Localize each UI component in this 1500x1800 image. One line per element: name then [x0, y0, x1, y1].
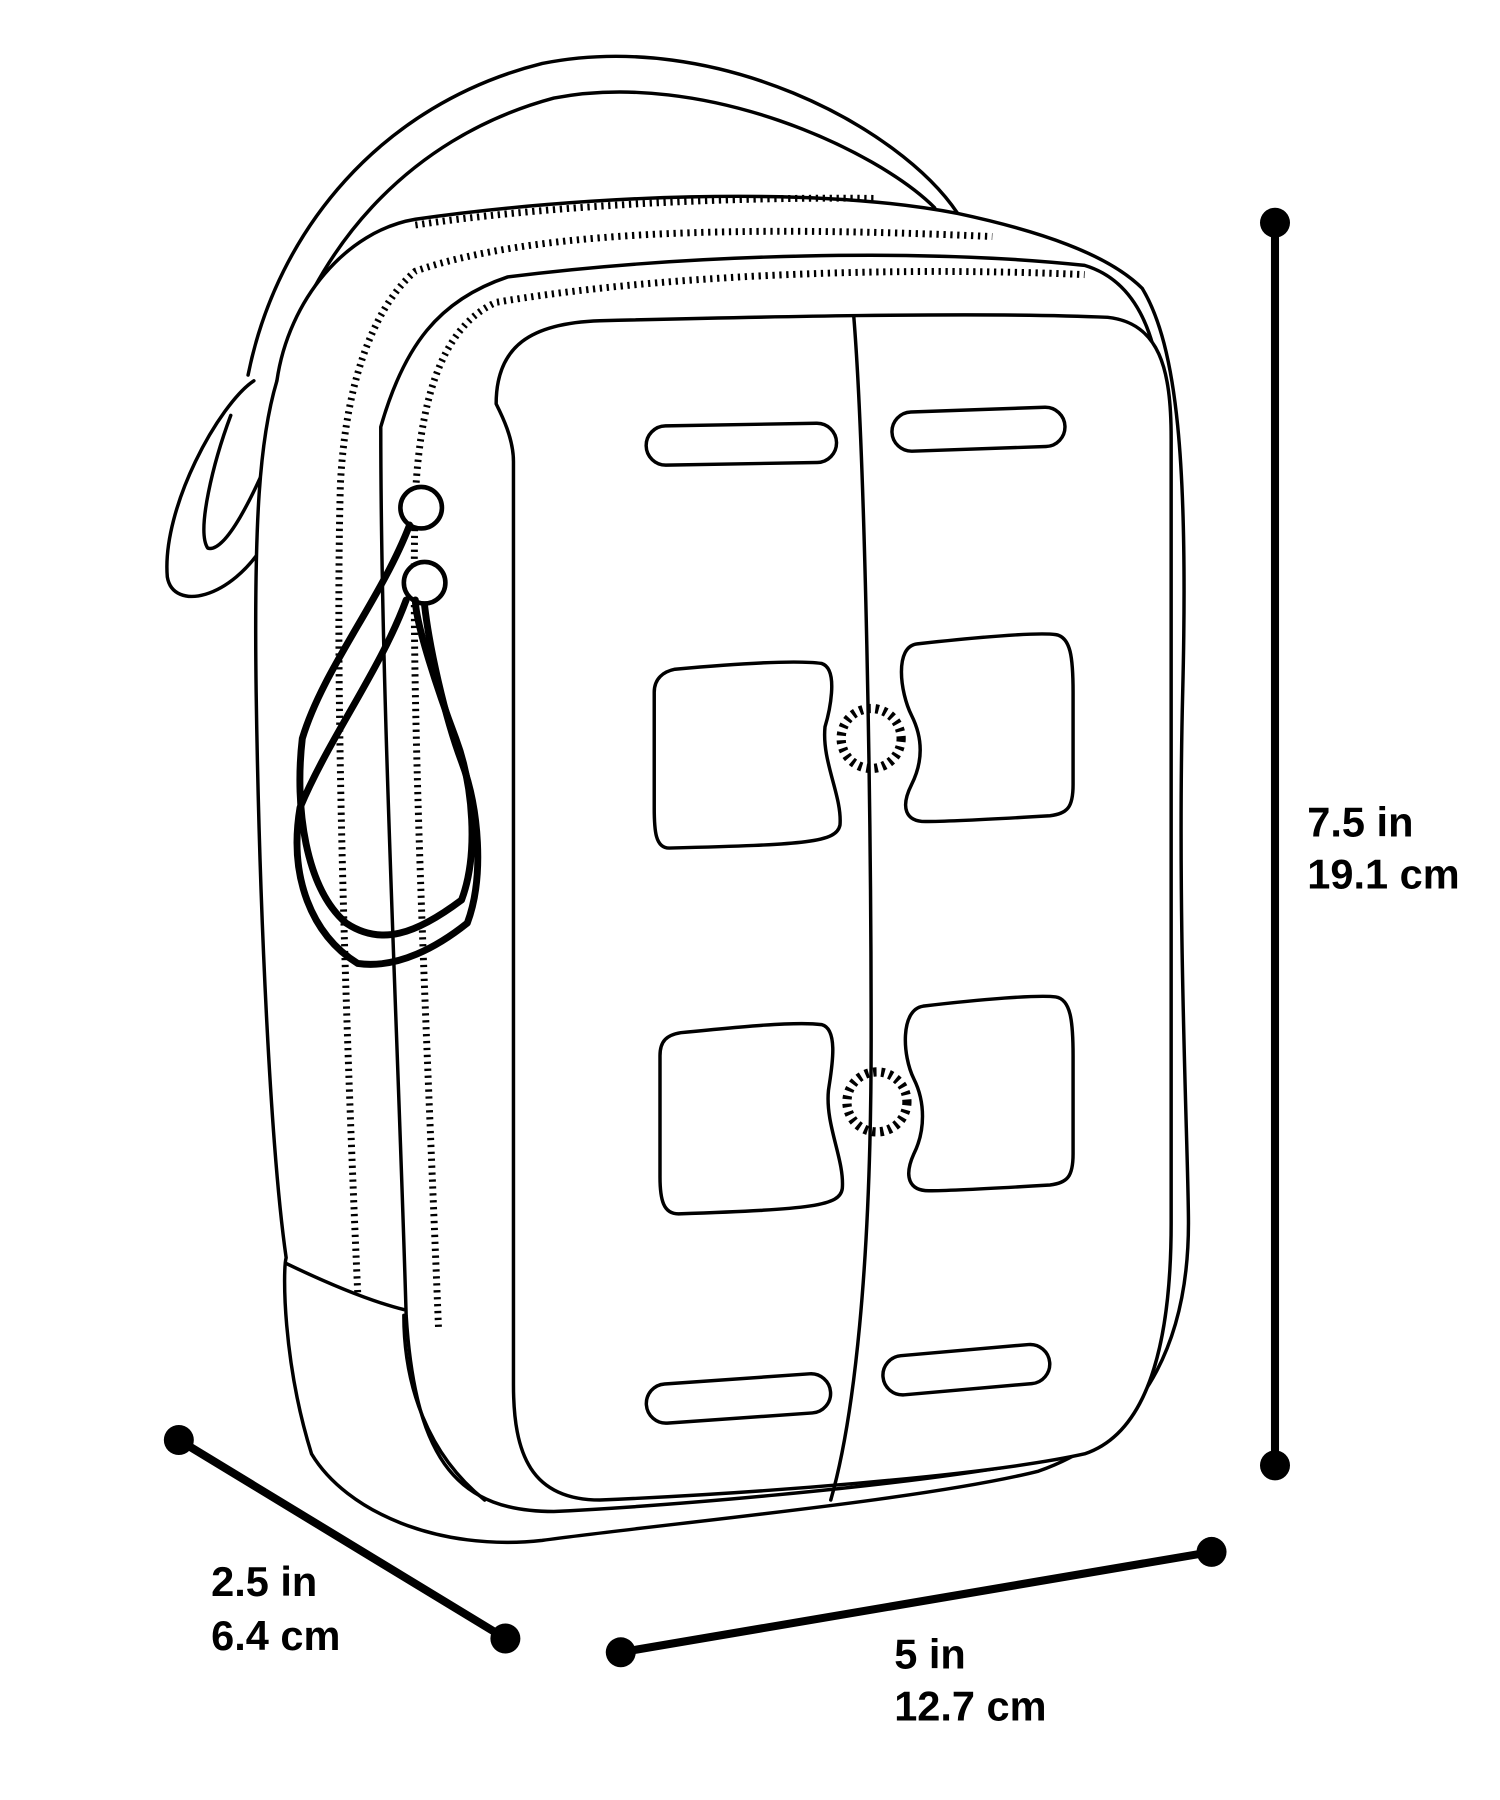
depth-endpoint — [163, 1425, 194, 1455]
height-metric: 19.1 cm — [1307, 850, 1459, 897]
width-endpoint — [1196, 1536, 1227, 1567]
depth-line — [176, 1436, 508, 1642]
width-dimension: 5 in 12.7 cm — [605, 1536, 1227, 1729]
grommet — [836, 703, 906, 774]
cutout — [658, 1021, 845, 1216]
depth-endpoint — [490, 1623, 521, 1654]
width-endpoint — [605, 1637, 636, 1668]
pouch-illustration — [165, 54, 1191, 1545]
height-dimension: 7.5 in 19.1 cm — [1260, 207, 1460, 1481]
cutout — [652, 660, 842, 850]
width-metric: 12.7 cm — [894, 1682, 1046, 1729]
width-imperial: 5 in — [894, 1630, 966, 1677]
height-imperial: 7.5 in — [1307, 799, 1413, 846]
zipper-pulls — [293, 484, 482, 968]
slot — [644, 1372, 833, 1425]
cutout — [903, 994, 1075, 1193]
zipper-outer — [335, 194, 993, 1293]
top-handle — [246, 54, 960, 383]
center-seam — [829, 315, 873, 1502]
depth-metric: 6.4 cm — [211, 1612, 340, 1659]
slot — [644, 421, 839, 467]
height-endpoint — [1260, 1450, 1290, 1481]
depth-imperial: 2.5 in — [211, 1558, 317, 1605]
depth-dimension: 2.5 in 6.4 cm — [163, 1425, 521, 1659]
width-line — [620, 1547, 1213, 1657]
slot — [881, 1342, 1052, 1397]
grommet — [842, 1067, 912, 1137]
front-panel — [494, 313, 1173, 1502]
cutout — [899, 632, 1075, 824]
height-endpoint — [1260, 207, 1290, 238]
slot — [890, 405, 1067, 453]
